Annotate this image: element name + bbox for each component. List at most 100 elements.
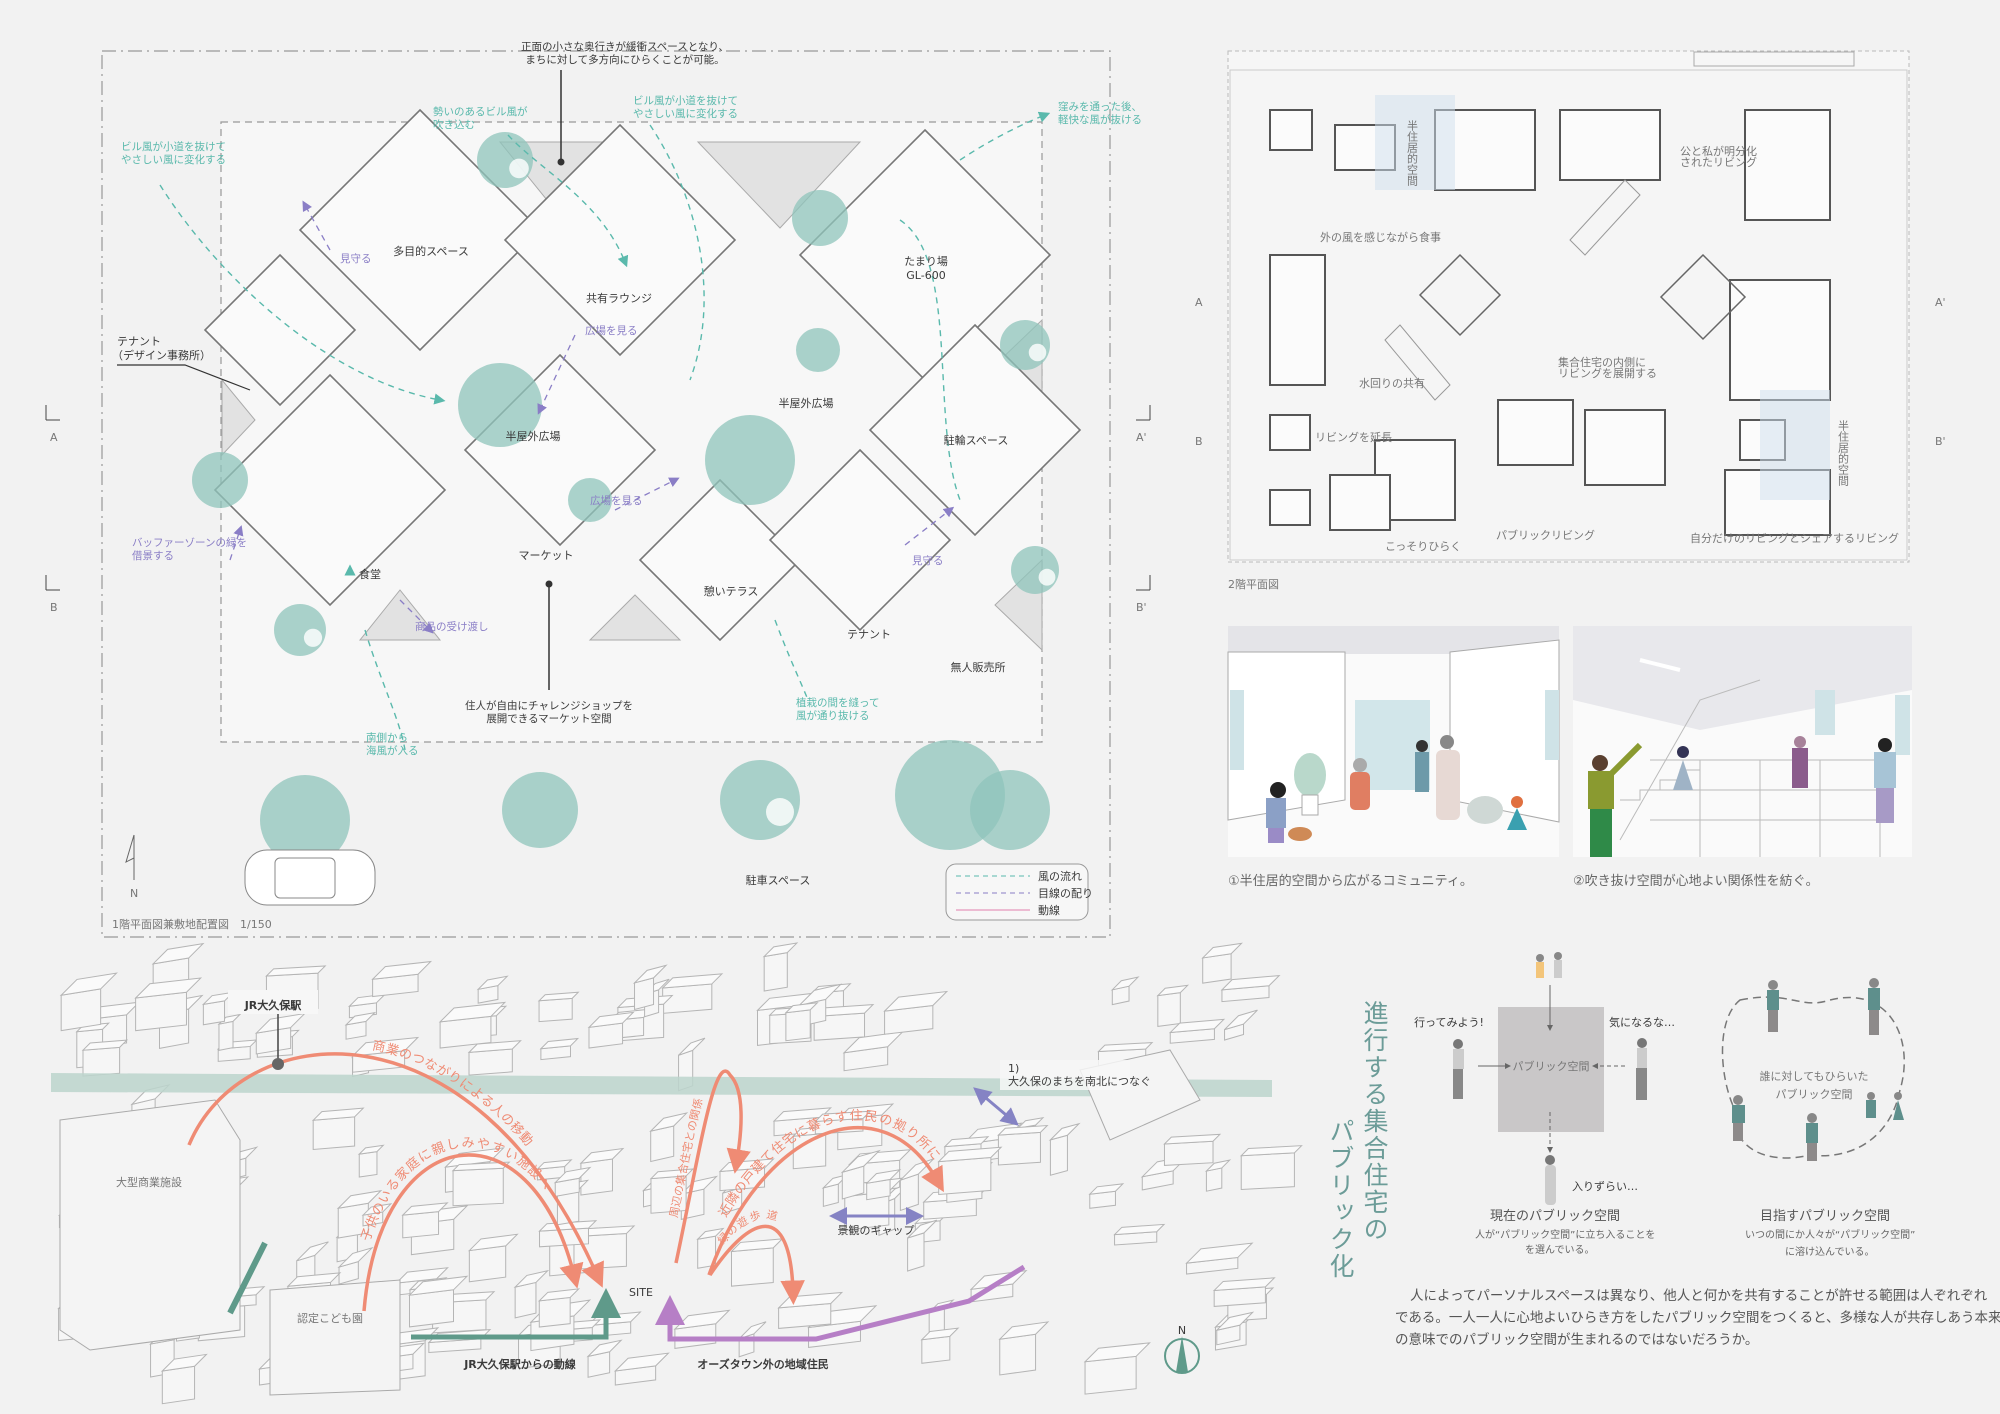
map-building-roof (451, 1161, 511, 1172)
person-figures (1732, 978, 1904, 1161)
note-public-private-1: 公と私が明分化 (1680, 144, 1757, 158)
tree (192, 452, 248, 508)
map-building-roof (1212, 1277, 1276, 1292)
wind-flow-lines (159, 111, 1051, 751)
note-sea-wind-1: 南側から (366, 731, 408, 744)
map-building (662, 983, 713, 1014)
current-heading: 現在のパブリック空間 (1490, 1209, 1621, 1224)
note-inner-living-1: 集合住宅の内側に (1558, 355, 1646, 369)
loop-label-1: 誰に対してもひらいた (1759, 1069, 1868, 1083)
map-building-roof (661, 973, 724, 989)
residential-units (1269, 95, 1831, 536)
tree-highlight (766, 798, 794, 826)
connect-note-num: 1) (1008, 1062, 1019, 1075)
note-wind-soft-left-2: やさしい風に変化する (121, 153, 226, 166)
car-icon (244, 849, 376, 906)
section-mark-a: A (50, 431, 58, 444)
map-building-roof (649, 1112, 689, 1133)
room-bicycle: 駐輪スペース (944, 433, 1009, 447)
note-wind-exit-1: 窪みを通った後、 (1058, 100, 1142, 113)
section-mark-b-prime: B' (1136, 601, 1147, 614)
map-building-roof (537, 991, 580, 1002)
semi-private-zone (1760, 390, 1830, 500)
map-building-roof (1088, 1183, 1125, 1195)
legend-circulation: 動線 (1038, 903, 1060, 917)
station-route-diagonal (227, 1241, 268, 1315)
map-building-roof (762, 942, 799, 958)
map-building-roof (1204, 1159, 1232, 1172)
section-mark-b: B (50, 601, 58, 614)
market-note-line2: 展開できるマーケット空間 (486, 712, 611, 725)
tree (274, 604, 326, 656)
map-building-roof (438, 1001, 507, 1023)
note-sea-wind-2: 海風が入る (366, 744, 419, 757)
stairs (1384, 179, 1641, 401)
map-building-roof (1113, 1223, 1166, 1236)
legend-sight: 目線の配り (1038, 886, 1093, 900)
map-building-roof (1097, 1042, 1154, 1053)
note-water-share: 水回りの共有 (1359, 376, 1425, 390)
section-mark-b: B (1195, 435, 1203, 448)
tree (1011, 546, 1059, 594)
note-wind-soft-left-1: ビル風が小道を抜けて (121, 140, 226, 153)
map-building-roof (160, 1353, 208, 1372)
map-building (1049, 1134, 1068, 1176)
tree (1000, 320, 1050, 370)
tree (796, 328, 840, 372)
map-building (1163, 1140, 1214, 1166)
tree (705, 415, 795, 505)
top-note-line1: 正面の小さな奥行きが緩衝スペースとなり、 (521, 40, 729, 53)
concept-title-line2: パブリック化 (1326, 1118, 1355, 1280)
resident-route (655, 1264, 1026, 1342)
room-parking: 駐車スペース (746, 873, 811, 887)
map-building-roof (586, 1311, 642, 1327)
target-heading: 目指すパブリック空間 (1760, 1209, 1891, 1224)
map-building (1084, 1355, 1137, 1395)
map-building (580, 1158, 613, 1196)
unit (1269, 109, 1313, 151)
perspective-2-caption: ②吹き抜け空間が心地よい関係性を紡ぐ。 (1573, 874, 1819, 889)
tree-highlight (1028, 343, 1047, 362)
map-building-roof (336, 1189, 383, 1209)
tree (720, 760, 800, 840)
room-terrace: 憩いテラス (704, 584, 759, 598)
map-building-roof (649, 1168, 695, 1180)
map-building-roof (1201, 942, 1243, 959)
room-unmanned-shop: 無人販売所 (951, 660, 1006, 674)
market-note-line1: 住人が自由にチャレンジショップを (465, 699, 633, 712)
unit (1744, 109, 1831, 221)
map-building-roof (1185, 1242, 1254, 1264)
note-wind-soft-mid-2: やさしい風に変化する (633, 107, 738, 120)
tamariba-level: GL-600 (906, 269, 945, 282)
map-building-roof (151, 942, 205, 965)
tree (568, 478, 612, 522)
perspective-1 (1227, 626, 1560, 857)
loop-label-2: パブリック空間 (1776, 1087, 1853, 1101)
open-space-loop (1721, 996, 1905, 1159)
mall-label: 大型商業施設 (116, 1175, 182, 1189)
plan-frame (101, 50, 1111, 938)
unit (1729, 279, 1831, 401)
speech-hard: 入りずらい… (1572, 1180, 1638, 1193)
note-wind-exit-2: 軽快な風が抜ける (1058, 113, 1142, 126)
map-building (218, 1020, 234, 1051)
room-tenant-design-sub: （デザイン事務所） (112, 348, 211, 362)
note-public-private-2: されたリビング (1680, 155, 1757, 169)
map-building-roof (265, 965, 327, 977)
map-building-roof (814, 1110, 872, 1123)
note-wind-strong-1: 勢いのあるビル風が (433, 105, 528, 118)
map-building-roof (467, 1233, 519, 1252)
map-building (907, 1232, 925, 1272)
map-building-roof (296, 1241, 329, 1262)
building-diamond (503, 123, 737, 357)
map-building-roof (772, 1107, 833, 1122)
target-desc-1: いつの間にか人々が“パブリック空間” (1745, 1230, 1916, 1241)
speech-curious: 気になるな… (1609, 1015, 1675, 1029)
note-quietly-open: こっそりひらく (1385, 540, 1461, 553)
map-building (538, 997, 573, 1023)
map-building-roof (553, 1166, 592, 1184)
unit (1269, 254, 1326, 386)
map-building-roof (539, 1037, 580, 1050)
map-building (402, 1211, 440, 1239)
note-wind-plants-2: 風が通り抜ける (796, 709, 870, 722)
